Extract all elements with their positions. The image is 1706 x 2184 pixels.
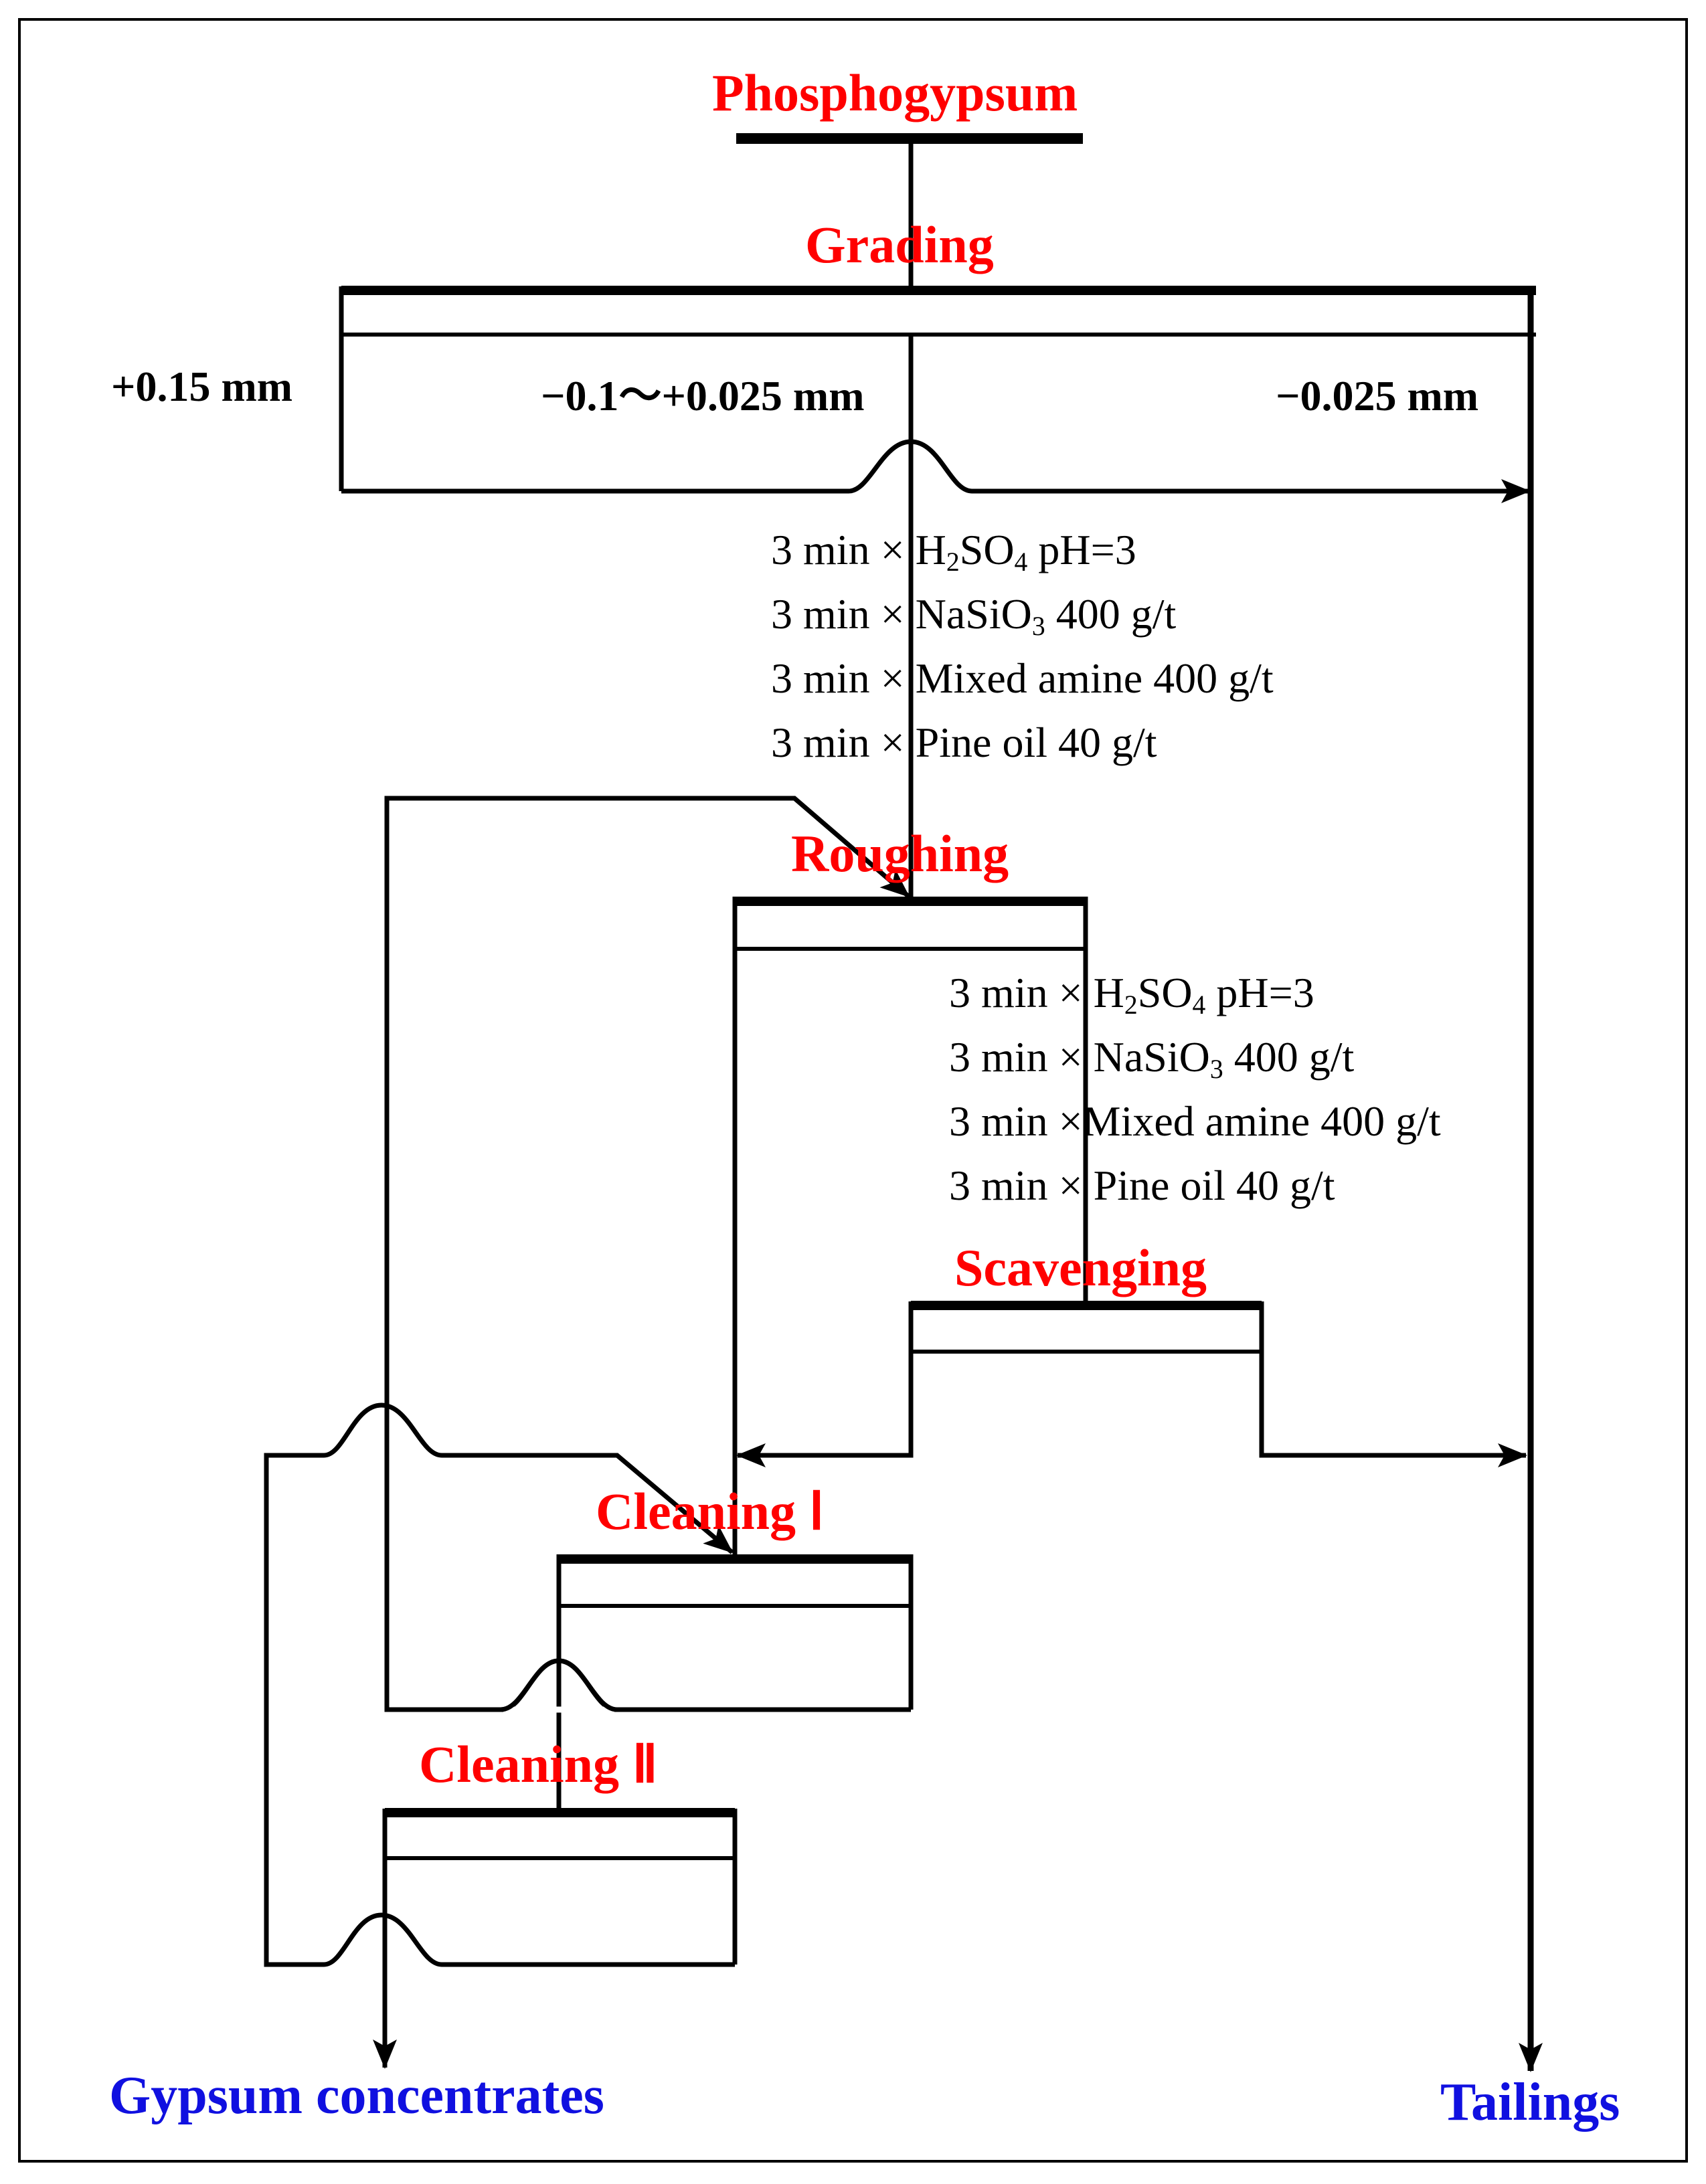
cleaning2-label: Cleaning Ⅱ xyxy=(419,1735,658,1793)
scavenging-reagent-1: 3 min × H2SO4 pH=3 xyxy=(949,969,1314,1020)
grading-label: Grading xyxy=(805,215,994,274)
scavenging-reagent-2: 3 min × NaSiO3 400 g/t xyxy=(949,1033,1355,1084)
fine-fraction-label: −0.025 mm xyxy=(1276,372,1479,420)
scavenging-reagent-3: 3 min ×Mixed amine 400 g/t xyxy=(949,1097,1441,1145)
coarse-fraction-label: +0.15 mm xyxy=(111,363,293,410)
roughing-reagent-1: 3 min × H2SO4 pH=3 xyxy=(771,526,1136,577)
roughing-reagent-4: 3 min × Pine oil 40 g/t xyxy=(771,719,1157,766)
roughing-reagent-3: 3 min × Mixed amine 400 g/t xyxy=(771,654,1274,702)
coarse-to-tailings-line xyxy=(341,439,1531,503)
cleaning1-hop-arc xyxy=(500,1658,618,1712)
feed-label: Phosphogypsum xyxy=(712,64,1078,122)
cleaning1-recycle-line xyxy=(384,796,911,1712)
outer-frame xyxy=(18,18,1688,2163)
scavenging-tailings-line xyxy=(1259,1301,1527,1467)
scavenging-concentrate-return xyxy=(736,1301,914,1467)
cleaning1-label: Cleaning Ⅰ xyxy=(596,1482,825,1540)
middle-fraction-label: −0.1～+0.025 mm xyxy=(541,372,865,420)
roughing-reagent-2: 3 min × NaSiO3 400 g/t xyxy=(771,590,1177,641)
roughing-label: Roughing xyxy=(791,824,1009,883)
scavenging-label: Scavenging xyxy=(954,1239,1207,1297)
concentrate-product-label: Gypsum concentrates xyxy=(109,2066,604,2125)
cleaning2-recycle-line xyxy=(264,1402,735,1967)
tailings-product-label: Tailings xyxy=(1440,2073,1620,2132)
scavenging-reagent-4: 3 min × Pine oil 40 g/t xyxy=(949,1162,1335,1209)
